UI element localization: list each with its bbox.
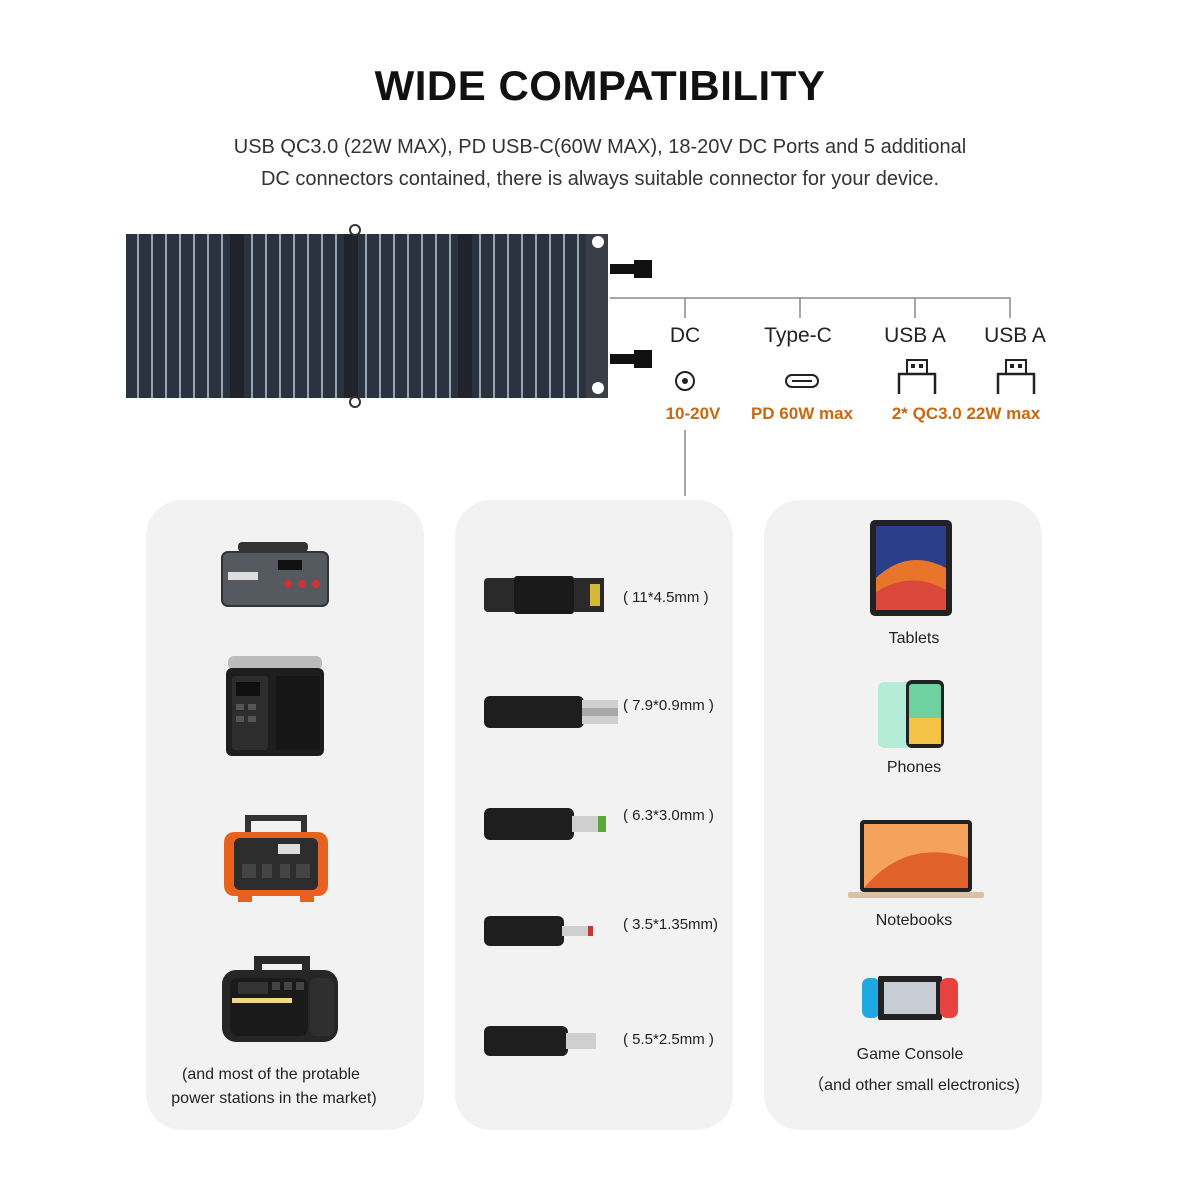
connector-label-4: ( 3.5*1.35mm) <box>623 916 719 933</box>
connector-6.3x3.0-image <box>484 808 606 840</box>
connector-7.9x0.9-image <box>484 696 618 728</box>
usb-a-port-icon <box>897 359 937 394</box>
power-stations-caption-2: power stations in the market) <box>171 1090 377 1107</box>
game-console-label: Game Console <box>856 1046 964 1063</box>
port-spec-usb-a: 2* QC3.0 22W max <box>891 404 1041 423</box>
port-label-dc: DC <box>669 324 701 347</box>
dc-port-icon <box>675 371 695 391</box>
tablets-label: Tablets <box>888 630 940 647</box>
connector-11x4.5-image <box>484 576 604 614</box>
phones-label: Phones <box>886 759 942 776</box>
connector-5.5x2.5-image <box>484 1026 596 1056</box>
solar-panel-illustration <box>126 224 1011 496</box>
power-station-image-1 <box>221 542 329 607</box>
tablet-image <box>870 520 952 616</box>
port-spec-dc: 10-20V <box>665 404 721 423</box>
notebook-image <box>848 820 984 898</box>
port-label-type-c: Type-C <box>764 324 832 347</box>
game-console-image <box>862 976 958 1020</box>
subtitle-line-2: DC connectors contained, there is always… <box>260 168 940 190</box>
other-electronics-label: （and other small electronics) <box>808 1077 1020 1094</box>
usb-a-port-icon <box>996 359 1036 394</box>
usb-c-port-icon <box>785 374 819 388</box>
port-spec-type-c: PD 60W max <box>750 404 854 423</box>
subtitle-line-1: USB QC3.0 (22W MAX), PD USB-C(60W MAX), … <box>233 136 967 158</box>
power-station-image-3 <box>224 815 328 902</box>
connector-label-1: ( 11*4.5mm ) <box>623 589 709 606</box>
power-station-image-4 <box>222 956 338 1042</box>
port-label-usb-a-1: USB A <box>884 324 946 347</box>
power-stations-caption-1: (and most of the protable <box>182 1066 360 1083</box>
connector-label-5: ( 5.5*2.5mm ) <box>623 1031 714 1048</box>
connector-label-2: ( 7.9*0.9mm ) <box>623 697 714 714</box>
power-station-image-2 <box>226 656 324 756</box>
connector-3.5x1.35-image <box>484 916 593 946</box>
notebooks-label: Notebooks <box>875 912 953 929</box>
port-label-usb-a-2: USB A <box>984 324 1046 347</box>
phones-image <box>878 680 944 748</box>
connector-label-3: ( 6.3*3.0mm ) <box>623 807 714 824</box>
page-title: WIDE COMPATIBILITY <box>374 62 826 109</box>
